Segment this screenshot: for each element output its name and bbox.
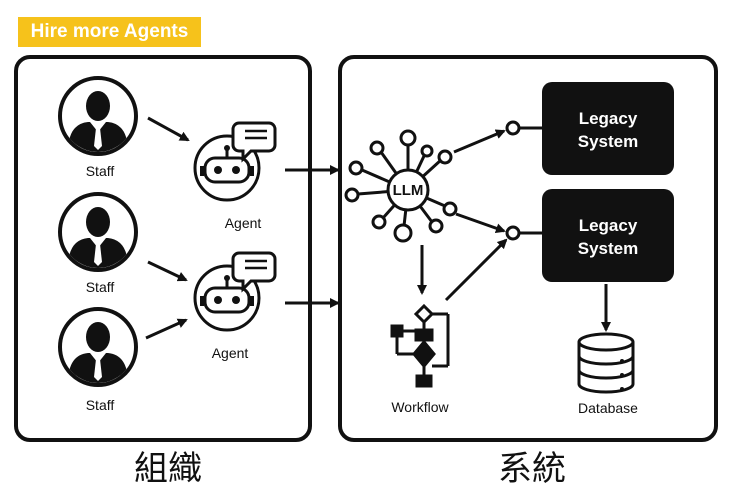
legacy-system-box-2	[542, 189, 674, 282]
flowchart-icon	[390, 303, 450, 388]
legacy-system-1-line2: System	[578, 132, 638, 151]
staff-label-1: Staff	[86, 163, 115, 179]
arrow-staff3-agent2	[145, 318, 188, 340]
hire-more-agents-badge: Hire more Agents	[18, 17, 201, 47]
agent-label-1: Agent	[225, 215, 262, 231]
legacy-system-2-line2: System	[578, 239, 638, 258]
interface-port-1	[505, 120, 521, 136]
person-icon	[60, 309, 136, 385]
arrow-llm-legacy2	[455, 212, 506, 234]
llm-network-icon	[344, 129, 458, 243]
llm-label: LLM	[393, 182, 424, 199]
staff-label-2: Staff	[86, 279, 115, 295]
system-panel	[338, 55, 718, 442]
arrow-staff1-agent1	[147, 116, 190, 142]
legacy-system-box-1	[542, 82, 674, 175]
arrow-workflow-legacy2	[444, 238, 508, 302]
database-label: Database	[578, 400, 638, 416]
robot-chat-icon	[193, 121, 277, 202]
agent-label-2: Agent	[212, 345, 249, 361]
person-icon	[60, 78, 136, 154]
database-icon	[577, 332, 635, 394]
arrow-staff2-agent2	[147, 260, 188, 282]
robot-chat-icon	[193, 251, 277, 332]
person-icon	[60, 194, 136, 270]
system-caption: 系統	[498, 449, 566, 489]
interface-port-2	[505, 225, 521, 241]
legacy-system-2-line1: Legacy	[579, 216, 638, 235]
legacy-system-1-line1: Legacy	[579, 109, 638, 128]
workflow-label: Workflow	[391, 399, 449, 415]
organization-caption: 組織	[134, 449, 202, 489]
organization-panel	[14, 55, 312, 442]
arrow-llm-legacy1	[453, 129, 506, 154]
staff-label-3: Staff	[86, 397, 115, 413]
